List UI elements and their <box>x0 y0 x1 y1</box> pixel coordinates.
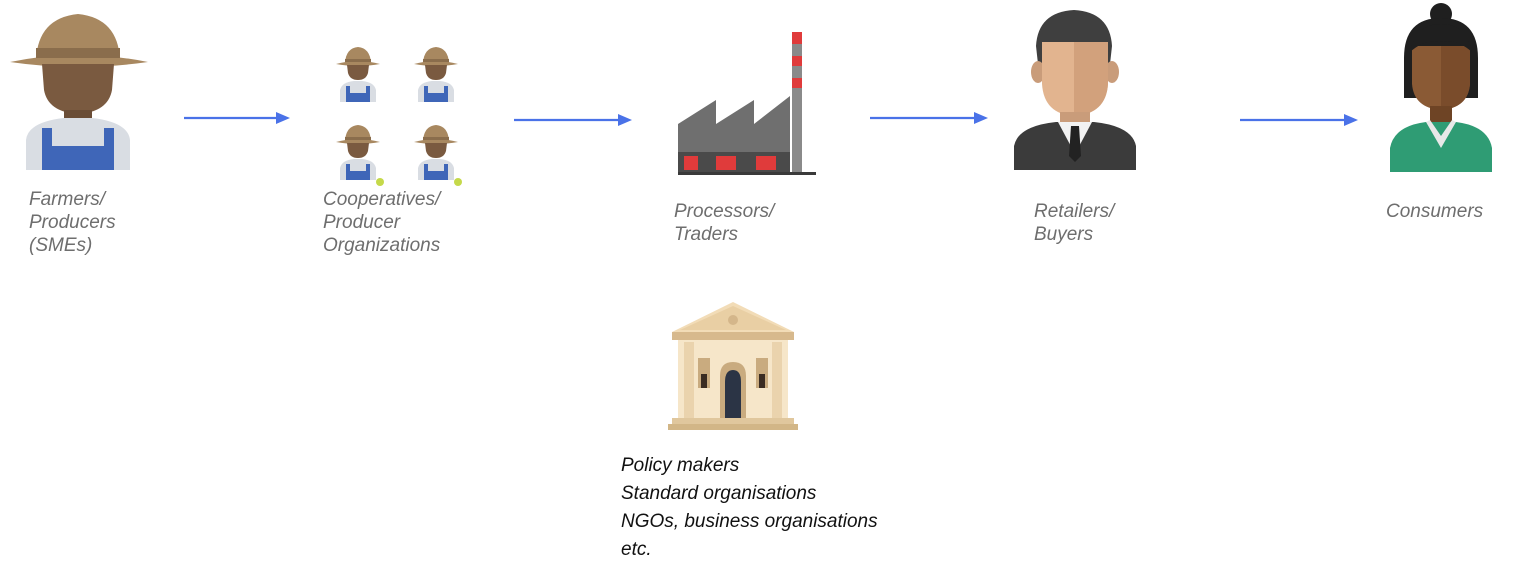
flow-arrow-3 <box>870 112 988 124</box>
farmers-label: Farmers/ Producers (SMEs) <box>29 189 116 256</box>
cooperatives-label: Cooperatives/ Producer Organizations <box>323 189 441 256</box>
flow-arrow-4 <box>1240 114 1358 126</box>
flow-arrow-2 <box>514 114 632 126</box>
support-line: Standard organisations <box>621 483 817 504</box>
flow-arrow-1 <box>184 112 290 124</box>
processors-label: Processors/ Traders <box>674 201 775 245</box>
businessman-icon <box>1014 10 1136 170</box>
support-line: etc. <box>621 539 652 560</box>
farmer-icon <box>10 14 148 170</box>
support-institutions-list: Policy makers Standard organisations NGO… <box>621 452 878 564</box>
government-building-icon <box>668 302 798 430</box>
support-line: Policy makers <box>621 455 740 476</box>
consumers-label: Consumers <box>1386 201 1484 222</box>
farmer-group-icon <box>336 47 462 186</box>
woman-consumer-icon <box>1390 3 1492 172</box>
retailers-label: Retailers/ Buyers <box>1034 201 1115 245</box>
factory-icon <box>678 32 816 175</box>
support-line: NGOs, business organisations <box>621 511 878 532</box>
